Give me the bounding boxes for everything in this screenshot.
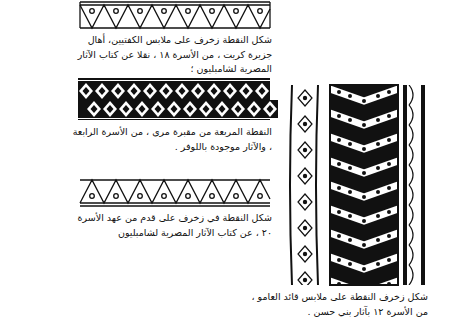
caption: شكل النقطة زخرف على ملابس الكفتيين، أهال… xyxy=(72,33,272,77)
triangle-band xyxy=(80,180,270,206)
caption-slot: شكل النقطة في زخرف على قدم من عهد الأسرة… xyxy=(72,211,272,240)
caption: شكل زخرف النقطة على ملابس قائد العامو ، … xyxy=(238,290,428,319)
caption: النقطة المربعة من مقبرة مرى ، من الأسرة … xyxy=(72,125,272,154)
caption-slot: النقطة المربعة من مقبرة مرى ، من الأسرة … xyxy=(72,125,272,154)
caption-slot: شكل النقطة زخرف على ملابس الكفتيين، أهال… xyxy=(72,33,272,77)
caption-slot: شكل زخرف النقطة على ملابس قائد العامو ، … xyxy=(238,290,428,319)
caption: شكل النقطة في زخرف على قدم من عهد الأسرة… xyxy=(72,211,272,240)
garment-strips xyxy=(290,85,425,285)
triangle-band xyxy=(80,2,270,28)
diamond-band xyxy=(78,78,278,120)
